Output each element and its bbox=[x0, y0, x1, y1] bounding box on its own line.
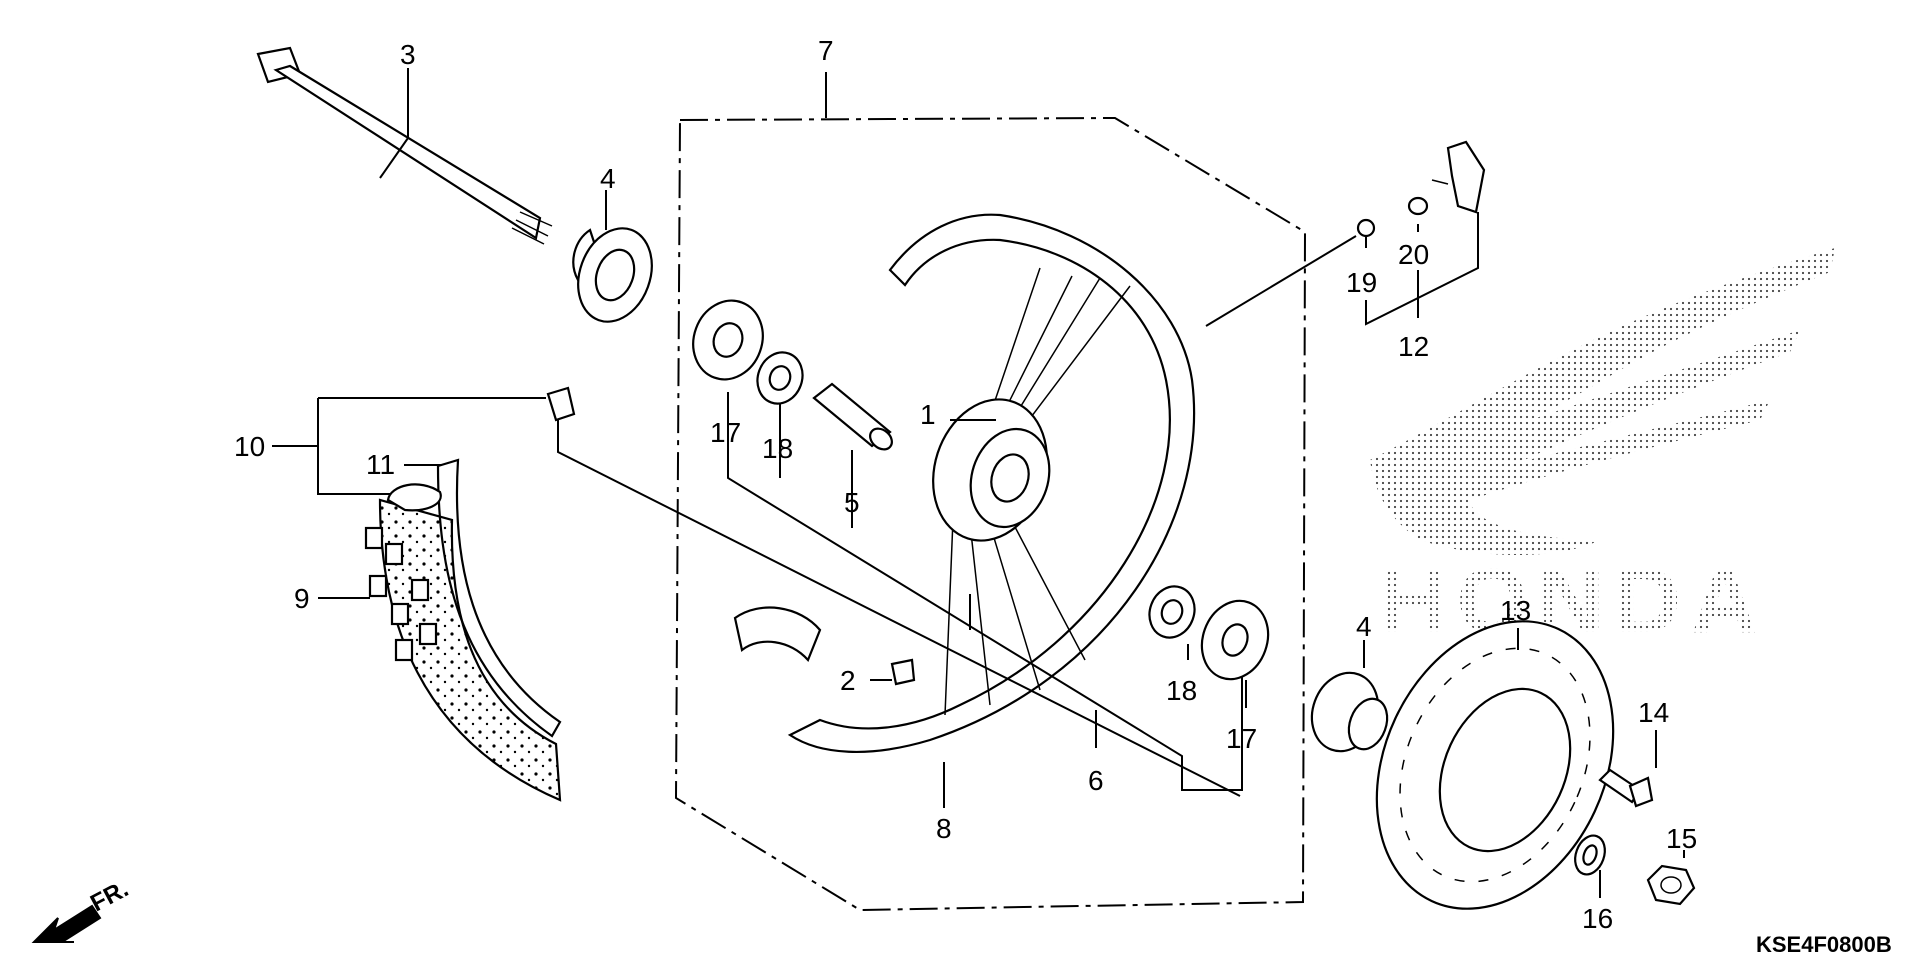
tire-part[interactable] bbox=[364, 483, 562, 802]
spoke-nipple-part[interactable] bbox=[890, 658, 916, 686]
honda-wing-logo: HONDA bbox=[1370, 248, 1835, 652]
callout-10: 10 bbox=[234, 431, 265, 462]
callout-3: 3 bbox=[400, 39, 416, 70]
callout-8: 8 bbox=[936, 813, 952, 844]
bearing-right[interactable] bbox=[1142, 580, 1201, 644]
arrow-icon bbox=[31, 904, 102, 943]
side-collar-right[interactable] bbox=[1301, 663, 1394, 760]
callout-4-left: 4 bbox=[600, 163, 616, 194]
side-collar-left[interactable] bbox=[566, 218, 665, 332]
callout-15: 15 bbox=[1666, 823, 1697, 854]
wheel-assembly-boundary bbox=[674, 116, 1307, 912]
callout-7: 7 bbox=[818, 35, 834, 66]
brake-disc-part[interactable] bbox=[1332, 583, 1658, 948]
drawing-code: KSE4F0800B bbox=[1756, 932, 1892, 957]
callout-18-right: 18 bbox=[1166, 675, 1197, 706]
callout-17-right: 17 bbox=[1226, 723, 1257, 754]
callout-16: 16 bbox=[1582, 903, 1613, 934]
disc-bolt-part[interactable] bbox=[1598, 768, 1654, 808]
callout-5: 5 bbox=[844, 487, 860, 518]
callout-19: 19 bbox=[1346, 267, 1377, 298]
axle-part[interactable] bbox=[256, 46, 553, 245]
callout-9: 9 bbox=[294, 583, 310, 614]
distance-collar-part[interactable] bbox=[812, 382, 896, 454]
washer-part[interactable] bbox=[1570, 831, 1610, 878]
spokes-part[interactable] bbox=[944, 267, 1131, 716]
honda-logo-text: HONDA bbox=[1380, 550, 1767, 652]
callout-4-right: 4 bbox=[1356, 611, 1372, 642]
bearing-left[interactable] bbox=[750, 346, 809, 410]
callout-18-left: 18 bbox=[762, 433, 793, 464]
weight-washer-part[interactable] bbox=[1407, 196, 1429, 216]
callout-20: 20 bbox=[1398, 239, 1429, 270]
callout-1: 1 bbox=[920, 399, 936, 430]
callout-11: 11 bbox=[366, 449, 395, 480]
weight-nut-part[interactable] bbox=[1356, 218, 1376, 238]
callout-14: 14 bbox=[1638, 697, 1669, 728]
callout-6: 6 bbox=[1088, 765, 1104, 796]
callout-2: 2 bbox=[840, 665, 856, 696]
callout-13: 13 bbox=[1500, 595, 1531, 626]
callout-17-left: 17 bbox=[710, 417, 741, 448]
rim-part[interactable] bbox=[733, 213, 1196, 753]
axle-nut-part[interactable] bbox=[1646, 864, 1696, 906]
callout-12: 12 bbox=[1398, 331, 1429, 362]
front-direction-arrow: FR. bbox=[31, 875, 133, 943]
valve-cap-part[interactable] bbox=[546, 386, 576, 422]
dust-seal-left[interactable] bbox=[682, 291, 773, 389]
balance-weight-part[interactable] bbox=[1431, 140, 1486, 214]
hub-part[interactable] bbox=[915, 385, 1064, 556]
callout-labels: 1 2 3 4 4 5 6 7 8 9 10 11 12 13 14 15 16… bbox=[234, 35, 1697, 934]
leader-lines bbox=[272, 68, 1685, 898]
dust-seal-right[interactable] bbox=[1191, 591, 1279, 688]
